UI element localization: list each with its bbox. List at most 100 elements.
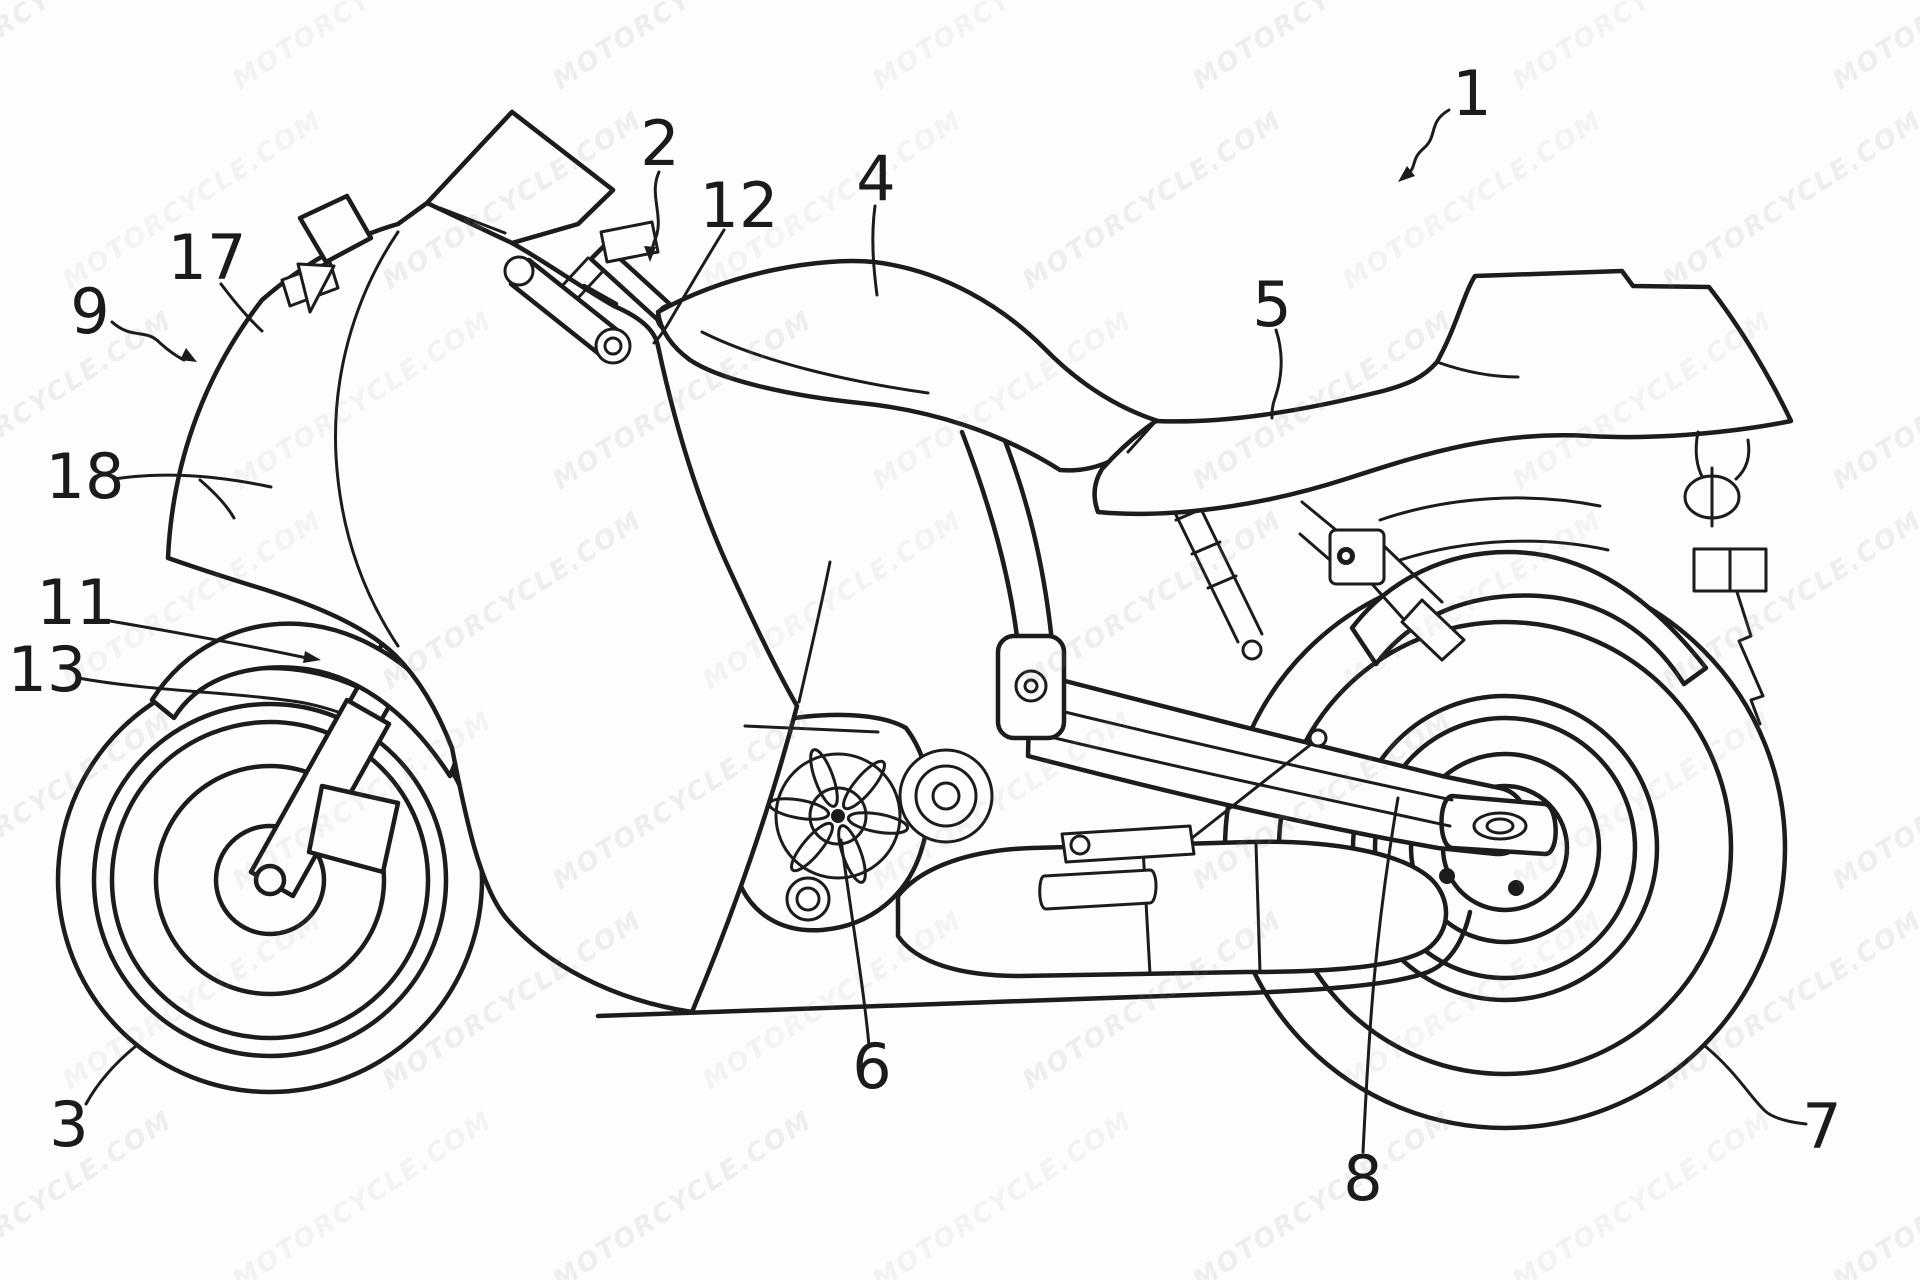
watermark-text: MOTORCYCLE.COM (1657, 906, 1920, 1096)
watermark-text: MOTORCYCLE.COM (1657, 506, 1920, 696)
axle-adjuster-plate (1439, 793, 1558, 857)
watermark-text: MOTORCYCLE.COM (1507, 0, 1778, 96)
brake-rod-joint (1308, 728, 1328, 748)
leader-8 (1361, 796, 1400, 1154)
underseat-line-2 (1398, 539, 1610, 562)
front-rim-inner (153, 763, 387, 997)
shock-coil-3 (1206, 574, 1238, 590)
watermark-text: MOTORCYCLE.COM (0, 1106, 178, 1280)
subframe-strut-1 (1300, 500, 1338, 532)
label-4: 4 (856, 142, 895, 215)
peg-mount-plate (1328, 528, 1386, 586)
watermark-text: MOTORCYCLE.COM (1017, 106, 1288, 296)
taillight-bracket-1 (1694, 430, 1705, 480)
peg-mount-bolt-center (1342, 552, 1350, 560)
watermark-text: MOTORCYCLE.COM (0, 0, 178, 96)
front-axle (253, 863, 287, 897)
footpeg-bolt (1069, 834, 1091, 856)
rear-hugger-fender (1349, 549, 1709, 687)
leader-9 (110, 320, 186, 362)
pivot-bolt-outer (1014, 669, 1048, 703)
fin-1 (846, 811, 910, 835)
label-11: 11 (37, 566, 116, 639)
underslung-muffler (895, 839, 1449, 979)
swingarm (1025, 669, 1558, 896)
frame-spar-front (959, 429, 1021, 648)
leader-18 (112, 473, 273, 489)
brake-rod (1190, 740, 1316, 840)
underseat-line-1 (1378, 496, 1602, 522)
seat-and-tail (1092, 268, 1794, 517)
rear-rim-inner (1372, 715, 1638, 981)
fin-5 (809, 748, 839, 808)
watermark-text: MOTORCYCLE.COM (1827, 306, 1920, 496)
watermark-text: MOTORCYCLE.COM (0, 706, 178, 896)
pivot-bolt-inner (1023, 678, 1039, 694)
label-2: 2 (640, 107, 679, 180)
triple-clamp-line-1 (560, 256, 590, 288)
peg-hanger-1 (1382, 544, 1444, 604)
passenger-peg (1400, 598, 1466, 662)
chain-upper (1038, 704, 1454, 802)
oil-cap-inner (795, 886, 821, 912)
label-8: 8 (1343, 1142, 1382, 1215)
brake-caliper-bracket (306, 783, 401, 875)
exhaust (595, 839, 1473, 1019)
rear-hub (1408, 751, 1602, 945)
label-1: 1 (1452, 57, 1491, 130)
mirror-stay (297, 193, 374, 265)
headlight-cowl-seam (334, 230, 400, 648)
clutch-center (931, 781, 961, 811)
front-fairing (165, 109, 880, 1015)
label-12: 12 (700, 169, 779, 242)
watermark-text: MOTORCYCLE.COM (1337, 106, 1608, 296)
brake-reservoir (599, 220, 660, 264)
label-7: 7 (1802, 1090, 1841, 1163)
label-6: 6 (852, 1030, 891, 1103)
fairing-edge-seam (797, 560, 832, 704)
fairing-panel (165, 109, 800, 1015)
shock-lower-mount (1241, 639, 1263, 661)
subframe-strut-2 (1298, 532, 1332, 562)
watermark-text: MOTORCYCLE.COM (547, 1106, 818, 1280)
frame (959, 425, 1067, 741)
frame-spar-rear (997, 425, 1055, 645)
windscreen-inner-line (438, 206, 507, 235)
watermark-text: MOTORCYCLE.COM (227, 0, 498, 96)
label-13: 13 (8, 633, 87, 706)
watermark-text: MOTORCYCLE.COM (867, 0, 1138, 96)
clutch-ring (914, 764, 978, 828)
reference-leaders (76, 108, 1808, 1154)
leader-5 (1270, 328, 1283, 420)
leader-1 (1404, 108, 1451, 178)
arrowhead-2 (644, 246, 656, 262)
ignition-barrel (594, 327, 632, 365)
mirror-fin (296, 262, 336, 314)
watermark-text: MOTORCYCLE.COM (1507, 1106, 1778, 1280)
muffler-seam-2 (1254, 842, 1262, 974)
front-tire-sidewall (91, 701, 449, 1059)
label-5: 5 (1252, 268, 1291, 341)
chain-lower (1036, 732, 1452, 828)
leader-12 (652, 228, 726, 345)
fairing-stay (743, 724, 880, 734)
fin-3 (790, 821, 834, 873)
arrowhead-11 (303, 651, 321, 663)
watermark-text: MOTORCYCLE.COM (547, 0, 818, 96)
label-9: 9 (70, 275, 109, 348)
watermark-text: MOTORCYCLE.COM (867, 1106, 1138, 1280)
watermark-text: MOTORCYCLE.COM (697, 906, 968, 1096)
leader-4 (871, 204, 879, 297)
leader-7 (1703, 1044, 1808, 1126)
watermark-text: MOTORCYCLE.COM (1827, 706, 1920, 896)
watermark-text: MOTORCYCLE.COM (1017, 506, 1288, 696)
shock-coil-2 (1190, 540, 1222, 556)
front-rim-outer (109, 719, 431, 1041)
taillight-bracket-2 (1734, 438, 1751, 481)
axle-slot-inner (1485, 817, 1515, 835)
alternator-fins (767, 748, 910, 884)
label-17: 17 (168, 221, 247, 294)
arrowhead-1 (1398, 166, 1415, 182)
arrowhead-9 (180, 348, 197, 362)
tail-side-line (1435, 360, 1520, 379)
